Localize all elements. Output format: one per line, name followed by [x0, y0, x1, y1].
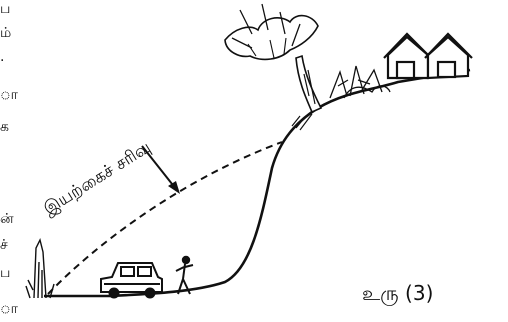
natural-slope-line: [48, 142, 282, 294]
houses-icon: [384, 34, 472, 78]
figure-label: உரு (3): [362, 281, 433, 306]
car-icon: [101, 263, 162, 298]
tree-icon: [225, 4, 321, 112]
slope-label: இயற்கைச் சரிவு: [40, 137, 154, 219]
shrub-icon: [26, 240, 54, 298]
bush-icon: [330, 66, 390, 98]
